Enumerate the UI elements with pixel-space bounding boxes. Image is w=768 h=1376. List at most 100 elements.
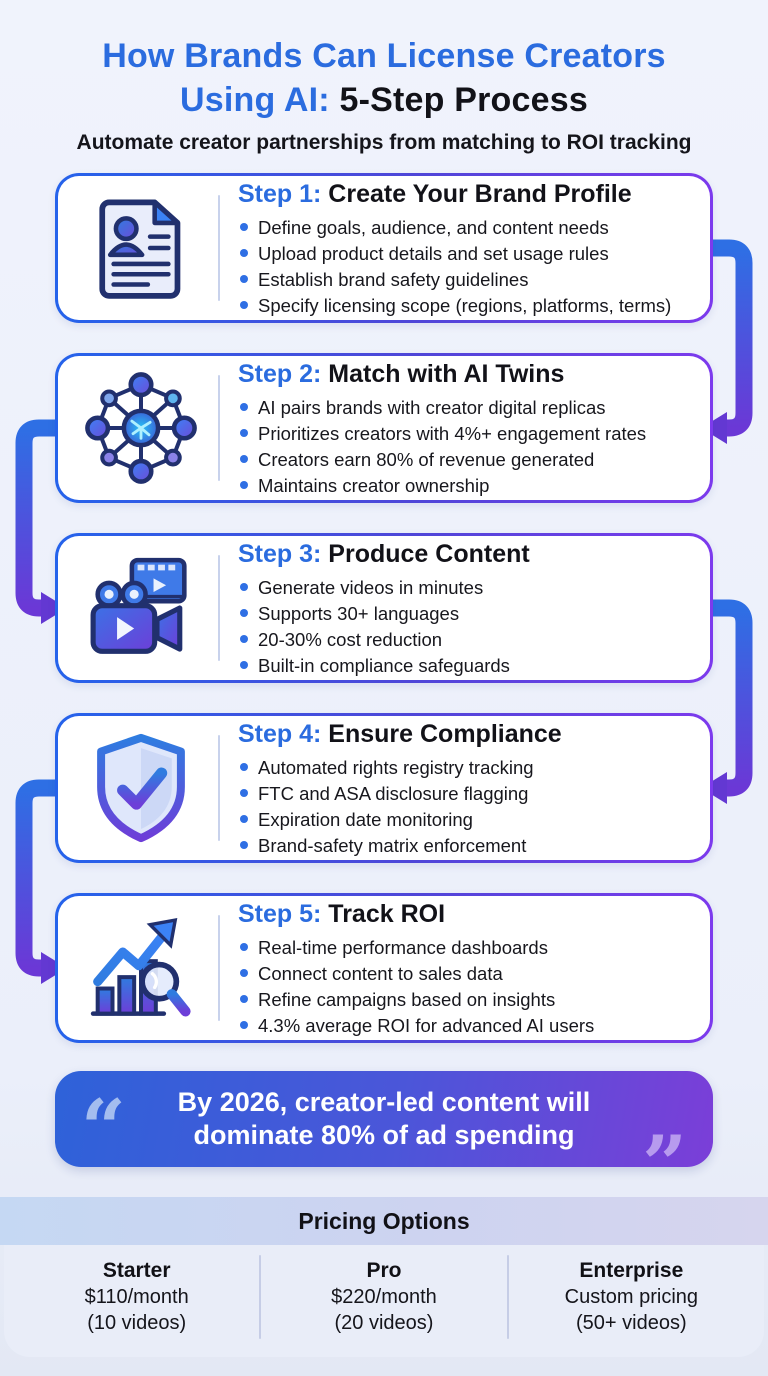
- step-card-1: Step 1: Create Your Brand Profile Define…: [55, 173, 713, 323]
- bullet-item: Define goals, audience, and content need…: [238, 216, 696, 239]
- bullet-item: Prioritizes creators with 4%+ engagement…: [238, 422, 696, 445]
- shield-check-icon: [68, 731, 214, 845]
- page-title-line1: How Brands Can License Creators: [102, 37, 666, 75]
- card-divider: [218, 915, 220, 1021]
- pricing-divider: [506, 1255, 509, 1339]
- card-divider: [218, 375, 220, 481]
- step-5-label: Step 5:: [238, 900, 322, 928]
- bullet-text: Built-in compliance safeguards: [258, 655, 510, 676]
- bullet-item: FTC and ASA disclosure flagging: [238, 782, 696, 805]
- step-1-label: Step 1:: [238, 180, 322, 208]
- step-2-title: Match with AI Twins: [321, 360, 565, 388]
- step-4-bullets: Automated rights registry tracking FTC a…: [238, 756, 696, 857]
- tier-name: Starter: [102, 1259, 171, 1282]
- step-5-bullets: Real-time performance dashboards Connect…: [238, 936, 696, 1037]
- bullet-item: Automated rights registry tracking: [238, 756, 696, 779]
- bullet-text: AI pairs brands with creator digital rep…: [258, 397, 606, 418]
- pricing-panel: Starter $110/month (10 videos) Pro $220/…: [4, 1245, 764, 1357]
- step-card-3-body: Step 3: Produce Content Generate videos …: [58, 536, 710, 680]
- bullet-dot: [240, 249, 248, 257]
- bullet-dot: [240, 969, 248, 977]
- step-cards: Step 1: Create Your Brand Profile Define…: [55, 173, 713, 1043]
- bullet-dot: [240, 275, 248, 283]
- bullet-text: Supports 30+ languages: [258, 603, 460, 624]
- step-1-heading: Step 1: Create Your Brand Profile: [238, 179, 696, 209]
- step-1-title: Create Your Brand Profile: [321, 180, 632, 208]
- step-5-title: Track ROI: [321, 900, 446, 928]
- pricing-title: Pricing Options: [298, 1207, 470, 1234]
- bullet-text: 20-30% cost reduction: [258, 629, 443, 650]
- pricing-tier-pro: Pro $220/month (20 videos): [261, 1258, 506, 1336]
- bullet-text: FTC and ASA disclosure flagging: [258, 783, 529, 804]
- bullet-item: Specify licensing scope (regions, platfo…: [238, 294, 696, 317]
- bullet-dot: [240, 455, 248, 463]
- bullet-dot: [240, 481, 248, 489]
- pricing-tier-enterprise: Enterprise Custom pricing (50+ videos): [509, 1258, 754, 1336]
- step-2-text: Step 2: Match with AI Twins AI pairs bra…: [238, 359, 696, 497]
- step-2-bullets: AI pairs brands with creator digital rep…: [238, 396, 696, 497]
- bullet-dot: [240, 429, 248, 437]
- step-card-5: Step 5: Track ROI Real-time performance …: [55, 893, 713, 1043]
- steps-flow: Step 1: Create Your Brand Profile Define…: [0, 173, 768, 1043]
- step-card-2: Step 2: Match with AI Twins AI pairs bra…: [55, 353, 713, 503]
- bullet-dot: [240, 301, 248, 309]
- video-camera-icon: [68, 551, 214, 665]
- card-divider: [218, 735, 220, 841]
- step-card-2-body: Step 2: Match with AI Twins AI pairs bra…: [58, 356, 710, 500]
- step-3-title: Produce Content: [321, 540, 530, 568]
- bullet-text: Brand-safety matrix enforcement: [258, 835, 527, 856]
- bullet-text: Connect content to sales data: [258, 963, 503, 984]
- bullet-text: Upload product details and set usage rul…: [258, 243, 609, 264]
- bullet-dot: [240, 609, 248, 617]
- title-using-ai: Using AI:: [180, 81, 330, 119]
- tier-videos: (10 videos): [87, 1312, 187, 1334]
- step-card-3: Step 3: Produce Content Generate videos …: [55, 533, 713, 683]
- bullet-text: Specify licensing scope (regions, platfo…: [258, 295, 672, 316]
- bullet-dot: [240, 943, 248, 951]
- bullet-text: 4.3% average ROI for advanced AI users: [258, 1015, 595, 1036]
- step-card-4-body: Step 4: Ensure Compliance Automated righ…: [58, 716, 710, 860]
- connector-step2-step3: [15, 419, 67, 624]
- bullet-item: Establish brand safety guidelines: [238, 268, 696, 291]
- bullet-item: Built-in compliance safeguards: [238, 654, 696, 677]
- page-subtitle: Automate creator partnerships from match…: [76, 131, 692, 154]
- bullet-item: Supports 30+ languages: [238, 602, 696, 625]
- open-quote-icon: “: [81, 1083, 126, 1174]
- step-card-1-body: Step 1: Create Your Brand Profile Define…: [58, 176, 710, 320]
- connector-step1-step2: [701, 239, 753, 444]
- bullet-item: Real-time performance dashboards: [238, 936, 696, 959]
- step-5-text: Step 5: Track ROI Real-time performance …: [238, 899, 696, 1037]
- tier-name: Enterprise: [579, 1259, 684, 1282]
- bullet-text: Maintains creator ownership: [258, 475, 490, 496]
- pricing-divider: [259, 1255, 262, 1339]
- step-4-title: Ensure Compliance: [321, 720, 562, 748]
- bullet-text: Creators earn 80% of revenue generated: [258, 449, 595, 470]
- bullet-item: Brand-safety matrix enforcement: [238, 834, 696, 857]
- step-1-bullets: Define goals, audience, and content need…: [238, 216, 696, 317]
- title-process: 5-Step Process: [329, 81, 588, 119]
- step-2-label: Step 2:: [238, 360, 322, 388]
- bullet-dot: [240, 1021, 248, 1029]
- bullet-dot: [240, 815, 248, 823]
- card-divider: [218, 195, 220, 301]
- step-3-bullets: Generate videos in minutes Supports 30+ …: [238, 576, 696, 677]
- quote-text: By 2026, creator-led content will domina…: [178, 1086, 591, 1152]
- tier-price: $110/month: [84, 1286, 189, 1308]
- bullet-dot: [240, 223, 248, 231]
- bullet-item: Creators earn 80% of revenue generated: [238, 448, 696, 471]
- tier-videos: (50+ videos): [576, 1312, 687, 1334]
- pricing-header: Pricing Options: [0, 1197, 768, 1245]
- step-2-heading: Step 2: Match with AI Twins: [238, 359, 696, 389]
- card-divider: [218, 555, 220, 661]
- close-quote-icon: ”: [642, 1119, 687, 1210]
- tier-name: Pro: [366, 1259, 402, 1282]
- bullet-text: Real-time performance dashboards: [258, 937, 548, 958]
- step-card-5-body: Step 5: Track ROI Real-time performance …: [58, 896, 710, 1040]
- bullet-text: Expiration date monitoring: [258, 809, 473, 830]
- quote-line2: dominate 80% of ad spending: [193, 1120, 575, 1150]
- bullet-item: Expiration date monitoring: [238, 808, 696, 831]
- step-3-label: Step 3:: [238, 540, 322, 568]
- bullet-dot: [240, 995, 248, 1003]
- bullet-text: Refine campaigns based on insights: [258, 989, 556, 1010]
